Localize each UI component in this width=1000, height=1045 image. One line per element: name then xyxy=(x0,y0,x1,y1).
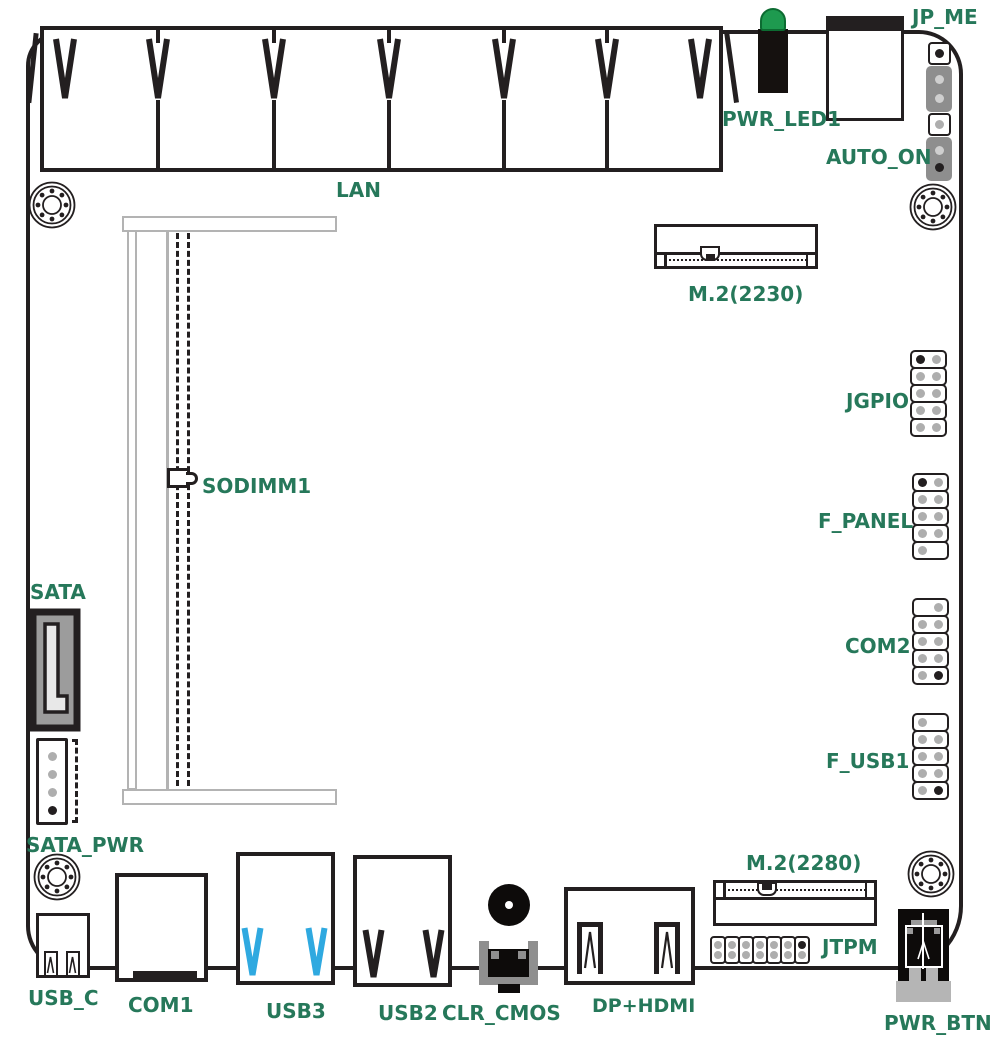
label-usb2: USB2 xyxy=(378,1001,438,1025)
usb-c-pin xyxy=(66,951,80,975)
sodimm-inner-rail xyxy=(166,231,169,789)
mounting-hole xyxy=(28,181,76,229)
com1-port-bottom xyxy=(133,971,197,982)
rj45-clip-icon xyxy=(262,38,286,99)
label-f-panel: F_PANEL xyxy=(818,509,914,533)
usb2-pin-icon xyxy=(422,929,445,978)
dc-jack xyxy=(826,16,904,121)
jp-me-pin1 xyxy=(928,42,951,65)
power-led-body xyxy=(758,29,788,93)
sodimm-key-bump xyxy=(186,472,198,485)
mounting-hole xyxy=(909,183,957,231)
label-jgpio: JGPIO xyxy=(846,389,909,413)
label-dp-hdmi: DP+HDMI xyxy=(592,995,696,1017)
sodimm-top-bar xyxy=(122,216,337,232)
label-pwr-led1: PWR_LED1 xyxy=(722,107,842,131)
m2-2280-slot xyxy=(713,880,877,926)
sata-pwr-header xyxy=(36,738,68,825)
sata-connector xyxy=(29,608,81,732)
jgpio-header xyxy=(910,350,947,437)
com2-header xyxy=(912,598,949,685)
label-jp-me: JP_ME xyxy=(912,5,978,29)
rj45-clip-icon xyxy=(688,38,712,99)
label-f-usb1: F_USB1 xyxy=(826,749,910,773)
board-outline xyxy=(26,30,963,970)
mounting-hole xyxy=(907,850,955,898)
label-usb3: USB3 xyxy=(266,999,326,1023)
usb3-pin-icon xyxy=(305,927,328,976)
label-clr-cmos: CLR_CMOS xyxy=(442,1001,561,1025)
label-com1: COM1 xyxy=(128,993,194,1017)
sodimm-card-edge-right xyxy=(187,233,190,786)
label-com2: COM2 xyxy=(845,634,911,658)
label-sodimm1: SODIMM1 xyxy=(202,474,312,498)
rj45-clip-icon xyxy=(377,38,401,99)
rj45-clip-icon xyxy=(492,38,516,99)
sodimm-left-rail xyxy=(127,230,137,790)
lan-divider xyxy=(605,100,609,168)
label-usb-c: USB_C xyxy=(28,986,99,1010)
rj45-clip-icon xyxy=(146,38,170,99)
dp-port-pin xyxy=(577,922,603,974)
f-panel-header xyxy=(912,473,949,560)
label-lan: LAN xyxy=(336,178,381,202)
sodimm-card-edge-left xyxy=(176,233,179,786)
usb3-pin-icon xyxy=(241,927,264,976)
label-m2-2230: M.2(2230) xyxy=(688,282,804,306)
lan-divider xyxy=(502,100,506,168)
lan-divider xyxy=(387,100,391,168)
m2-2230-key xyxy=(700,246,720,261)
m2-2280-key xyxy=(757,882,777,896)
lan-divider xyxy=(156,100,160,168)
jp-me-jumper-cap xyxy=(926,66,952,112)
power-button xyxy=(898,909,949,981)
rj45-clip-icon xyxy=(595,38,619,99)
label-jtpm: JTPM xyxy=(822,935,878,959)
f-usb1-header xyxy=(912,713,949,800)
lan-divider xyxy=(387,30,391,43)
sata-pwr-bracket xyxy=(60,739,78,823)
lan-divider xyxy=(156,30,160,43)
hdmi-port-pin xyxy=(654,922,680,974)
lan-divider xyxy=(272,30,276,43)
m2-2230-slot xyxy=(654,224,818,269)
mounting-hole xyxy=(33,853,81,901)
lan-divider xyxy=(272,100,276,168)
label-sata-pwr: SATA_PWR xyxy=(26,833,145,857)
lan-divider xyxy=(605,30,609,43)
label-m2-2280: M.2(2280) xyxy=(746,851,862,875)
power-button-base xyxy=(896,981,951,1002)
usb-c-pin xyxy=(44,951,58,975)
usb2-pin-icon xyxy=(362,929,385,978)
rj45-clip-icon xyxy=(53,38,77,99)
com1-port xyxy=(115,873,208,982)
label-pwr-btn: PWR_BTN xyxy=(884,1011,992,1035)
label-auto-on: AUTO_ON xyxy=(826,145,932,169)
auto-on-jumper-cap xyxy=(926,137,952,181)
auto-on-pin1 xyxy=(928,113,951,136)
power-led-dome xyxy=(760,8,786,31)
clr-cmos-button xyxy=(479,941,538,993)
lan-divider xyxy=(502,30,506,43)
buzzer xyxy=(488,884,530,926)
sodimm-bottom-bar xyxy=(122,789,337,805)
label-sata: SATA xyxy=(30,580,86,604)
dc-jack-top xyxy=(826,16,904,31)
jtpm-header xyxy=(710,936,810,964)
